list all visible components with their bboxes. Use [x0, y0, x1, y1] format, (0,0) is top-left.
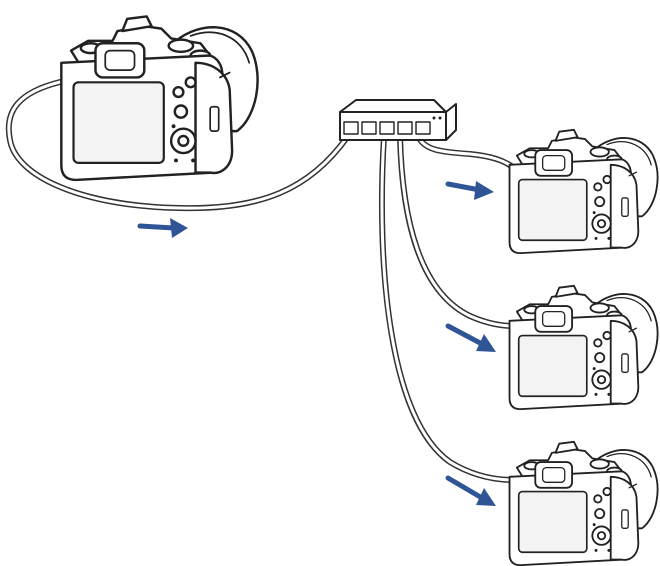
- cable-hub-to-camera-2: [400, 136, 514, 326]
- arrow-source-to-hub-icon: [140, 218, 188, 238]
- source-camera-icon: [61, 16, 257, 179]
- receiver-camera-1-icon: [510, 130, 658, 253]
- receiver-camera-3-icon: [510, 442, 658, 565]
- arrow-to-camera-3-icon: [448, 478, 496, 506]
- network-switch-icon: [340, 100, 456, 140]
- arrow-to-camera-2-icon: [448, 326, 496, 352]
- receiver-camera-2-icon: [510, 286, 658, 409]
- arrow-to-camera-1-icon: [448, 181, 494, 200]
